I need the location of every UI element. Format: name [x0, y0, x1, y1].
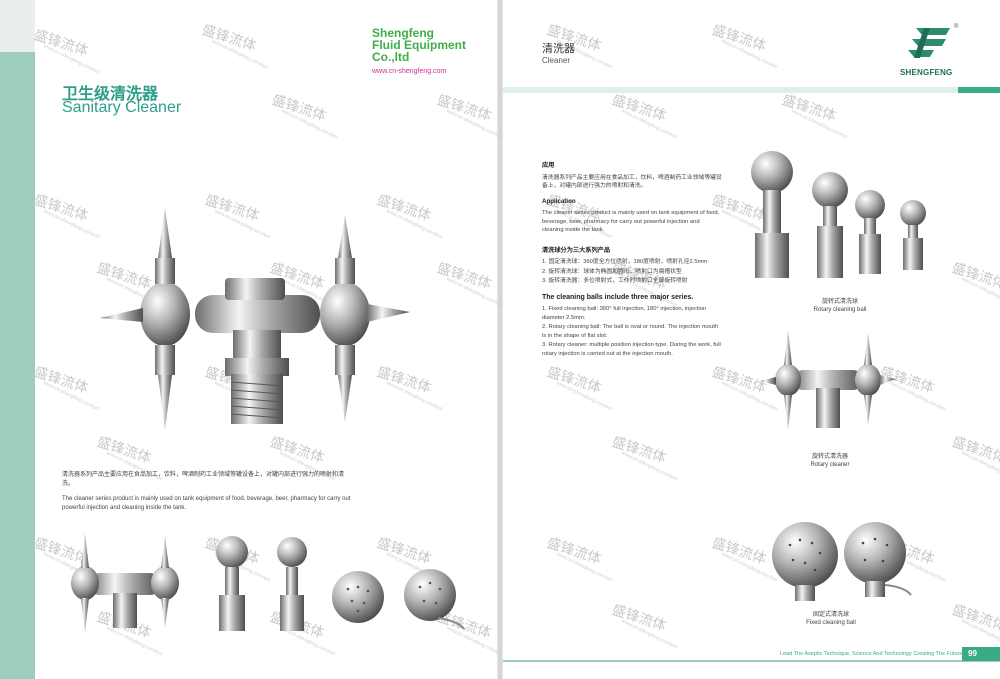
left-desc-cn: 清洗器系列产品主要应用在食品加工，饮料，啤酒制药工业领域等罐设备上，对罐内部进行…: [62, 472, 345, 487]
section-title-en: Cleaner: [542, 56, 571, 65]
fixed-cleaning-balls-image: [772, 522, 912, 601]
caption-rotary-cleaner-en: Rotary cleaner: [810, 462, 850, 468]
brand-line-3: Co.,ltd: [372, 50, 410, 64]
list-item: 1. 固定清洗球：360度全方位喷射，180度喷射，喷射孔径2.5mm: [542, 259, 708, 265]
caption-fixed-ball: 固定式清洗球 Fixed cleaning ball: [795, 611, 867, 627]
thumb-fixed-ball-dotted: [332, 571, 384, 623]
header-rule-accent: [958, 87, 1000, 93]
footer-rule: [503, 660, 1000, 662]
section-title-cn: 清洗器: [542, 43, 575, 55]
left-description: 清洗器系列产品主要应用在食品加工，饮料，啤酒制药工业领域等罐设备上，对罐内部进行…: [62, 471, 352, 519]
company-brand: Shengfeng Fluid Equipment Co.,ltd www.cn…: [372, 27, 466, 78]
footer-tagline: Lead The Aseptic Technique, Science And …: [780, 651, 963, 657]
header-rule: [503, 87, 958, 93]
list-item: 3. 旋转清洗器：多位喷射式，工作时喷射口全部旋转喷射: [542, 278, 688, 284]
thumb-rotary-ball-round: [277, 537, 307, 631]
left-band-top: [0, 0, 35, 52]
rotary-cleaner-image: [760, 330, 896, 430]
list-item: 2. 旋转清洗球：球体为椭圆和圆形，喷射口为扁槽状型: [542, 268, 682, 275]
brand-line-1: Shengfeng: [372, 26, 434, 40]
application-heading-en: Application: [542, 197, 576, 205]
caption-rotary-ball: 旋转式清洗球 Rotary cleaning ball: [800, 298, 880, 314]
thumb-rotary-ball-oval: [216, 536, 248, 631]
application-heading-cn: 应用: [542, 162, 555, 169]
application-text-cn: 清洗器系列产品主要应用在食品加工，饮料，啤酒制药工业领域等罐设备上，对罐内部进行…: [542, 174, 722, 190]
page-title-cn: 卫生级清洗器: [62, 86, 159, 103]
page-title-en: Sanitary Cleaner: [62, 99, 182, 116]
company-logo: SHENGFENG: [900, 26, 960, 77]
caption-fixed-ball-en: Fixed cleaning ball: [806, 620, 856, 626]
series-heading-cn: 清洗球分为三大系列产品: [542, 246, 611, 254]
series-list-en: 1. Fixed cleaning ball: 360° full inject…: [542, 305, 722, 358]
series-list-cn: 1. 固定清洗球：360度全方位喷射，180度喷射，喷射孔径2.5mm 2. 旋…: [542, 258, 722, 286]
caption-rotary-ball-cn: 旋转式清洗球: [821, 299, 858, 305]
rotary-cleaner-large-image: [100, 208, 410, 430]
caption-rotary-cleaner-cn: 旋转式清洗器: [811, 454, 848, 460]
logo-mark-icon: [908, 28, 950, 58]
caption-rotary-ball-en: Rotary cleaning ball: [813, 307, 867, 313]
application-text-en: The cleaner series product is mainly use…: [542, 210, 720, 233]
brand-line-2: Fluid Equipment: [372, 38, 466, 52]
list-item: 3. Rotary cleaner: multiple position inj…: [542, 342, 721, 357]
logo-text: SHENGFENG: [900, 68, 953, 77]
left-desc-en: The cleaner series product is mainly use…: [62, 496, 351, 511]
thumb-rotary-cleaner: [71, 533, 179, 633]
list-item: 2. Rotary cleaning ball: The ball is ova…: [542, 324, 719, 339]
page-gutter: [497, 0, 503, 679]
list-item: 1. Fixed cleaning ball: 360° full inject…: [542, 306, 707, 321]
caption-fixed-ball-cn: 固定式清洗球: [812, 612, 849, 618]
thumb-fixed-ball-clip: [404, 569, 465, 630]
brand-url[interactable]: www.cn-shengfeng.com: [372, 68, 447, 75]
left-color-band: [0, 52, 35, 679]
caption-rotary-cleaner: 旋转式清洗器 Rotary cleaner: [795, 453, 865, 469]
right-content: 应用 清洗器系列产品主要应用在食品加工，饮料，啤酒制药工业领域等罐设备上，对罐内…: [542, 155, 722, 359]
series-heading-en: The cleaning balls include three major s…: [542, 293, 694, 301]
registered-mark: ®: [954, 24, 959, 30]
rotary-cleaning-balls-image: [751, 151, 926, 278]
page-number: 99: [962, 647, 1000, 661]
